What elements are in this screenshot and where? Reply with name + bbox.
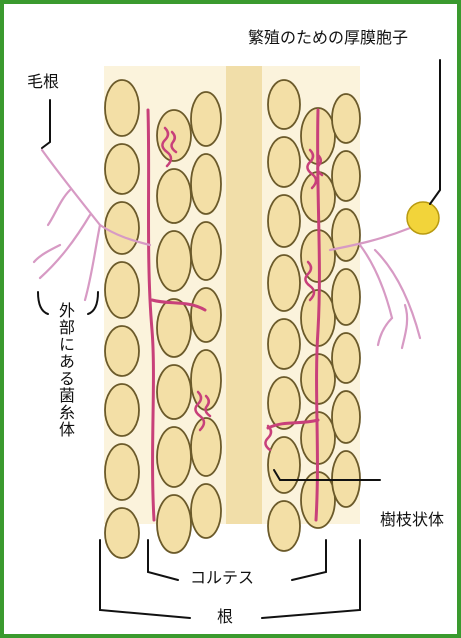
cortex-cell: [105, 80, 139, 136]
cortex-cell: [105, 144, 139, 194]
label-root-hair: 毛根: [27, 74, 59, 90]
stele: [226, 66, 262, 524]
cortex-cell: [268, 80, 300, 129]
label-cortex: コルテス: [190, 570, 254, 586]
cortex-cell: [191, 222, 221, 280]
cortex-cell: [157, 299, 191, 357]
cortex-cell: [105, 262, 139, 318]
bracket-external-right: [88, 292, 98, 314]
leader-spore: [430, 60, 440, 204]
cortex-cell: [157, 365, 191, 419]
cortex-cell: [191, 350, 221, 410]
leader-root-hair: [42, 100, 50, 148]
cortex-cell: [191, 154, 221, 214]
cortex-cell: [191, 288, 221, 342]
cortex-cell: [157, 495, 191, 553]
chlamydospore: [407, 202, 439, 234]
label-chlamydospore: 繁殖のための厚膜胞子: [248, 30, 408, 46]
cortex-cell: [157, 427, 191, 487]
cortex-cell: [268, 377, 300, 429]
cortex-cell: [157, 169, 191, 223]
label-arbuscule: 樹枝状体: [380, 512, 444, 528]
cortex-cell: [332, 209, 360, 261]
cortex-cell: [268, 501, 300, 551]
cortex-cell: [105, 444, 139, 500]
cortex-cell: [191, 484, 221, 538]
cortex-cell: [332, 333, 360, 383]
cortex-cell: [105, 508, 139, 558]
bracket-root-right: [262, 540, 360, 618]
cortex-cell: [332, 269, 360, 325]
label-root: 根: [217, 609, 233, 625]
cortex-cell: [268, 195, 300, 247]
cortex-cell: [191, 418, 221, 476]
cortex-cell: [332, 391, 360, 443]
cortex-cell: [105, 384, 139, 436]
label-external-hyphae: 外部にある菌糸体: [57, 302, 73, 492]
cortex-cell: [191, 92, 221, 146]
cortex-cell: [157, 231, 191, 291]
cortex-cell: [105, 202, 139, 254]
cortex-cell: [268, 319, 300, 369]
cortex-cell: [332, 94, 360, 143]
cortex-cell: [268, 437, 300, 493]
cortex-cell: [268, 137, 300, 187]
cortex-cell: [105, 326, 139, 376]
bracket-external-left: [38, 292, 48, 314]
cortex-cell: [268, 255, 300, 311]
cortex-cell: [332, 151, 360, 201]
bracket-cortex-right: [292, 540, 326, 580]
